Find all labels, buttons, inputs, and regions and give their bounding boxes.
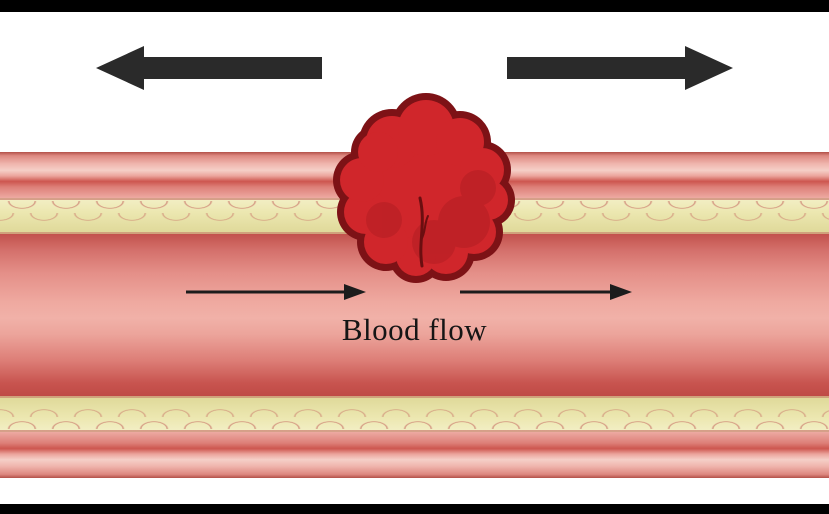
- blood-clot: [333, 93, 515, 283]
- blood-flow-arrow-right-icon: [460, 284, 632, 300]
- outward-arrow-left-icon: [96, 46, 322, 90]
- frame-top-bar: [0, 0, 829, 12]
- top-arrows: [96, 46, 733, 90]
- flow-arrows: [186, 284, 632, 300]
- blood-flow-label: Blood flow: [341, 312, 488, 347]
- blood-clot-body: [340, 100, 508, 276]
- vessel-wall-bottom: [0, 432, 829, 478]
- endothelium-layer-bottom: [0, 396, 829, 432]
- blood-clot-shading: [366, 170, 496, 264]
- outward-arrow-right-icon: [507, 46, 733, 90]
- clot-crack-branch-icon: [420, 215, 429, 241]
- blood-flow-arrow-left-icon: [186, 284, 366, 300]
- clot-crack-icon: [418, 196, 424, 268]
- frame-bottom-bar: [0, 504, 829, 514]
